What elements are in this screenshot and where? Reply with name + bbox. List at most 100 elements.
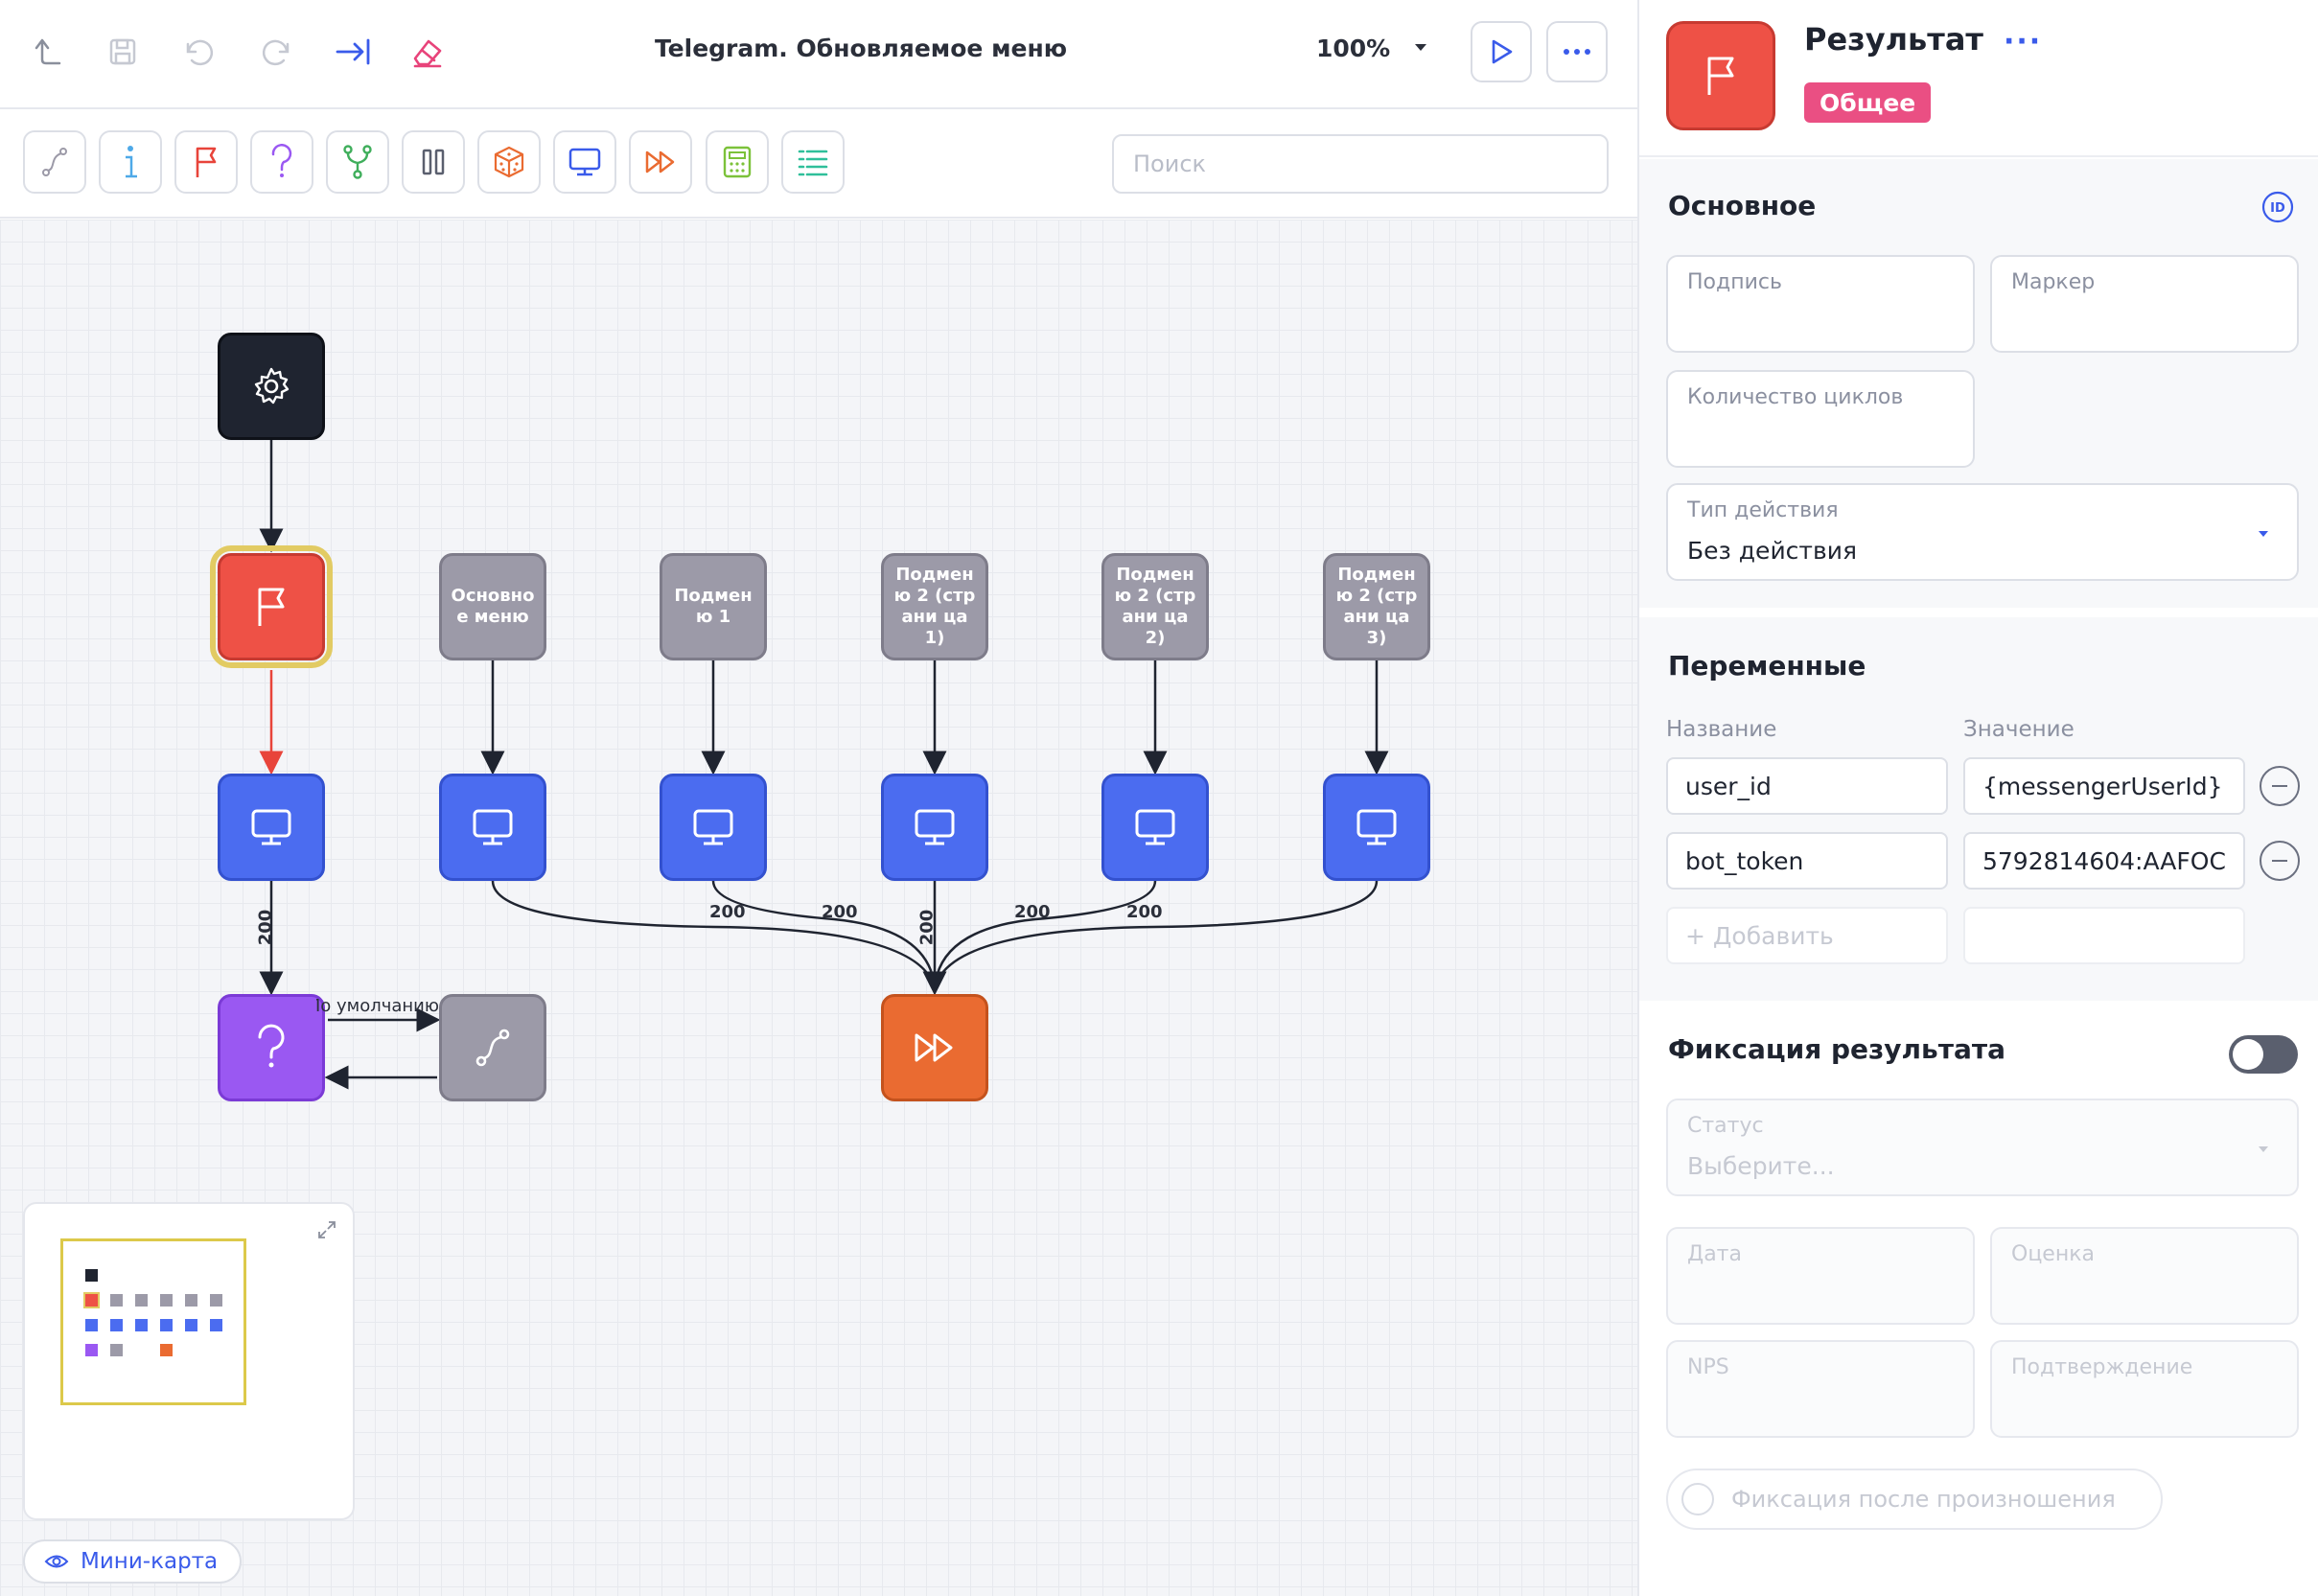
- minimap-node: [135, 1294, 148, 1307]
- monitor-icon: [1135, 809, 1175, 845]
- zoom-dropdown-icon[interactable]: [1415, 44, 1426, 51]
- goto-node[interactable]: [881, 994, 988, 1101]
- variables-section-title: Переменные: [1668, 650, 1866, 682]
- fixation-after-speech-checkbox[interactable]: Фиксация после произношения: [1666, 1469, 2163, 1530]
- marker-field[interactable]: Маркер: [1990, 255, 2299, 353]
- menu-node-sub2-p3[interactable]: Подмен ю 2 (страни ца 3): [1323, 553, 1430, 660]
- result-icon: [1666, 21, 1775, 130]
- search-input[interactable]: [1112, 134, 1609, 194]
- minimap-node: [160, 1319, 173, 1331]
- properties-panel: Результат ··· Общее Основное ID Подпись …: [1637, 0, 2318, 1596]
- minimap-node: [110, 1294, 123, 1307]
- chevron-down-icon: [2259, 531, 2268, 537]
- screen-node-4[interactable]: [881, 774, 988, 881]
- top-toolbar: Telegram. Обновляемое меню 100%: [0, 0, 1637, 109]
- question-icon[interactable]: [250, 130, 313, 194]
- back-icon[interactable]: [23, 29, 69, 75]
- minimap-node: [85, 1344, 98, 1356]
- minimap-node: [135, 1319, 148, 1331]
- flow-canvas[interactable]: Основно е меню Подмен ю 1 Подмен ю 2 (ст…: [0, 220, 1637, 1596]
- redo-icon[interactable]: [253, 29, 299, 75]
- route-icon: [475, 1029, 510, 1067]
- menu-node-main[interactable]: Основно е меню: [439, 553, 546, 660]
- edge-label-200: 200: [1014, 902, 1051, 922]
- branch-icon[interactable]: [326, 130, 389, 194]
- screen-node-6[interactable]: [1323, 774, 1430, 881]
- cycles-field[interactable]: Количество циклов: [1666, 370, 1975, 468]
- menu-node-sub2-p1[interactable]: Подмен ю 2 (страни ца 1): [881, 553, 988, 660]
- confirmation-field[interactable]: Подтверждение: [1990, 1340, 2299, 1438]
- node-palette: [0, 111, 1637, 219]
- more-button[interactable]: [1546, 21, 1608, 82]
- list-icon[interactable]: [781, 130, 845, 194]
- nps-field[interactable]: NPS: [1666, 1340, 1975, 1438]
- minimap[interactable]: [23, 1202, 355, 1520]
- variable-value-input[interactable]: {messengerUserId}: [1963, 757, 2245, 815]
- zoom-level[interactable]: 100%: [1316, 35, 1391, 62]
- id-icon[interactable]: ID: [2260, 190, 2295, 224]
- minimap-viewport[interactable]: [60, 1238, 246, 1405]
- dice-icon[interactable]: [477, 130, 541, 194]
- fast-forward-icon: [915, 1033, 953, 1062]
- add-variable-button[interactable]: + Добавить: [1666, 907, 1948, 964]
- flag-icon: [258, 588, 285, 626]
- calculator-icon[interactable]: [706, 130, 769, 194]
- fixation-section-title: Фиксация результата: [1668, 1033, 2005, 1065]
- monitor-icon[interactable]: [553, 130, 616, 194]
- flag-icon[interactable]: [174, 130, 238, 194]
- variable-name-input[interactable]: bot_token: [1666, 832, 1948, 890]
- variables-section: Переменные Название Значение user_id {me…: [1639, 617, 2318, 1001]
- start-node[interactable]: [218, 333, 325, 440]
- variable-name-input[interactable]: user_id: [1666, 757, 1948, 815]
- monitor-icon: [915, 809, 955, 845]
- screen-node-1[interactable]: [218, 774, 325, 881]
- monitor-icon: [1356, 809, 1397, 845]
- caption-field[interactable]: Подпись: [1666, 255, 1975, 353]
- variable-value-input[interactable]: 5792814604:AAFOC: [1963, 832, 2245, 890]
- run-button[interactable]: [1471, 21, 1532, 82]
- edges-layer: [259, 438, 1389, 1090]
- edge-label-200: 200: [1126, 902, 1163, 922]
- menu-node-sub1[interactable]: Подмен ю 1: [660, 553, 767, 660]
- panel-title: Результат: [1804, 21, 1983, 58]
- arrow-to-end-icon[interactable]: [330, 29, 376, 75]
- eraser-icon[interactable]: [405, 29, 451, 75]
- question-node[interactable]: [218, 994, 325, 1101]
- rating-field[interactable]: Оценка: [1990, 1227, 2299, 1325]
- add-variable-value[interactable]: [1963, 907, 2245, 964]
- minimap-label: Мини-карта: [81, 1549, 219, 1574]
- pause-icon[interactable]: [402, 130, 465, 194]
- minimap-node: [110, 1319, 123, 1331]
- menu-node-sub2-p2[interactable]: Подмен ю 2 (страни ца 2): [1101, 553, 1209, 660]
- screen-node-3[interactable]: [660, 774, 767, 881]
- route-node[interactable]: [439, 994, 546, 1101]
- minimap-toggle-button[interactable]: Мини-карта: [23, 1539, 242, 1584]
- minimap-node: [185, 1294, 197, 1307]
- action-type-select[interactable]: Тип действия Без действия: [1666, 483, 2299, 581]
- fast-forward-icon[interactable]: [629, 130, 692, 194]
- expand-icon[interactable]: [316, 1219, 337, 1240]
- route-icon[interactable]: [23, 130, 86, 194]
- remove-variable-icon[interactable]: [2260, 766, 2300, 806]
- date-field[interactable]: Дата: [1666, 1227, 1975, 1325]
- panel-more-icon[interactable]: ···: [2004, 25, 2043, 58]
- monitor-icon: [473, 809, 513, 845]
- remove-variable-icon[interactable]: [2260, 841, 2300, 881]
- info-icon[interactable]: [99, 130, 162, 194]
- result-node[interactable]: [210, 545, 333, 668]
- save-icon[interactable]: [100, 29, 146, 75]
- minimap-node: [210, 1294, 222, 1307]
- minimap-node: [160, 1344, 173, 1356]
- minimap-node: [85, 1269, 98, 1282]
- undo-icon[interactable]: [176, 29, 222, 75]
- status-select[interactable]: Статус Выберите...: [1666, 1099, 2299, 1196]
- minimap-node: [185, 1319, 197, 1331]
- fixation-toggle[interactable]: [2229, 1035, 2298, 1074]
- category-tag: Общее: [1804, 82, 1932, 123]
- edge-label-default: По умолчанию: [316, 996, 439, 1016]
- screen-node-2[interactable]: [439, 774, 546, 881]
- minimap-node: [85, 1319, 98, 1331]
- monitor-icon: [693, 809, 733, 845]
- screen-node-5[interactable]: [1101, 774, 1209, 881]
